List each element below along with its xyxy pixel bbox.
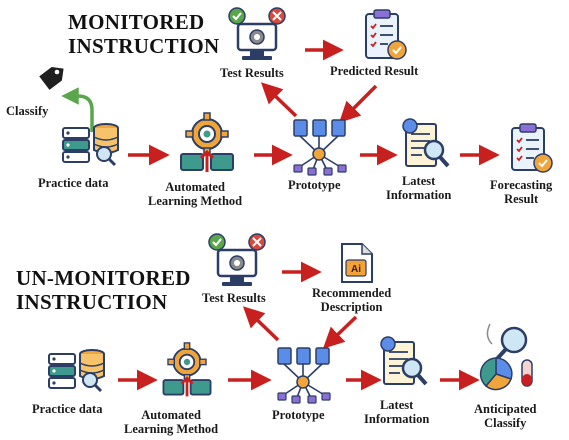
u-automated-learning-label: Automated Learning Method	[124, 408, 218, 436]
arrow-predicted-to-prototype	[339, 84, 378, 123]
u-automated-learning-label-line2: Learning Method	[124, 422, 219, 436]
u-latest-info-label-line2: Information	[364, 412, 430, 426]
monitored-title-line1: MONITORED	[68, 10, 205, 34]
automated-learning-label-line2: Learning Method	[148, 194, 243, 208]
forecasting-result-label-line2: Result	[504, 192, 539, 206]
classify-label: Classify	[6, 104, 49, 118]
learning-gear-icon	[180, 112, 234, 172]
test-results-icon	[228, 7, 286, 60]
practice-data-icon	[62, 123, 119, 167]
unmonitored-title: UN-MONITORED INSTRUCTION	[16, 266, 191, 314]
u-latest-info-label: Latest Information	[364, 398, 429, 426]
anticipated-pie-chart-icon	[479, 323, 533, 391]
u-latest-info-label-line1: Latest	[379, 398, 414, 412]
u-test-results-icon	[208, 233, 266, 286]
predicted-result-label: Predicted Result	[330, 64, 419, 78]
u-test-results-label: Test Results	[202, 291, 266, 305]
arrow-classify	[61, 87, 94, 132]
u-learning-gear-icon	[162, 342, 212, 397]
arrow-u-prototype-to-testresults	[242, 306, 280, 342]
predicted-clipboard-icon	[365, 9, 407, 60]
automated-learning-label: Automated Learning Method	[148, 180, 242, 208]
arrow-u-recommended-to-prototype	[322, 315, 358, 349]
ai-file-icon: Ai	[341, 243, 373, 283]
monitored-title: MONITORED INSTRUCTION	[68, 10, 220, 58]
unmonitored-title-line2: INSTRUCTION	[16, 290, 168, 314]
u-latest-info-icon	[380, 336, 428, 386]
u-automated-learning-label-line1: Automated	[141, 408, 201, 422]
unmonitored-title-line1: UN-MONITORED	[16, 266, 191, 290]
arrow-prototype-to-testresults	[260, 82, 298, 118]
forecasting-result-label-line1: Forecasting	[490, 178, 553, 192]
forecasting-result-label: Forecasting Result	[490, 178, 552, 206]
forecasting-clipboard-icon	[511, 123, 553, 173]
practice-data-label: Practice data	[38, 176, 109, 190]
u-practice-data-label: Practice data	[32, 402, 103, 416]
latest-info-label-line1: Latest	[401, 174, 436, 188]
tag-icon	[39, 66, 64, 90]
u-anticipated-label-line1: Anticipated	[474, 402, 537, 416]
prototype-network-icon	[293, 119, 347, 176]
test-results-label: Test Results	[220, 66, 284, 80]
latest-info-icon	[402, 118, 450, 168]
latest-info-label-line2: Information	[386, 188, 452, 202]
u-recommended-label-line1: Recommended	[312, 286, 392, 300]
monitored-title-line2: INSTRUCTION	[68, 34, 220, 58]
u-practice-data-icon	[48, 349, 105, 393]
u-recommended-label-line2: Description	[320, 300, 383, 314]
automated-learning-label-line1: Automated	[165, 180, 225, 194]
prototype-label: Prototype	[288, 178, 341, 192]
u-anticipated-classify-label: Anticipated Classify	[474, 402, 537, 430]
u-anticipated-label-line2: Classify	[484, 416, 527, 430]
u-prototype-network-icon	[277, 347, 331, 404]
u-prototype-label: Prototype	[272, 408, 325, 422]
u-recommended-label: Recommended Description	[312, 286, 391, 314]
latest-info-label: Latest Information	[386, 174, 451, 202]
ai-badge-text: Ai	[351, 264, 361, 275]
